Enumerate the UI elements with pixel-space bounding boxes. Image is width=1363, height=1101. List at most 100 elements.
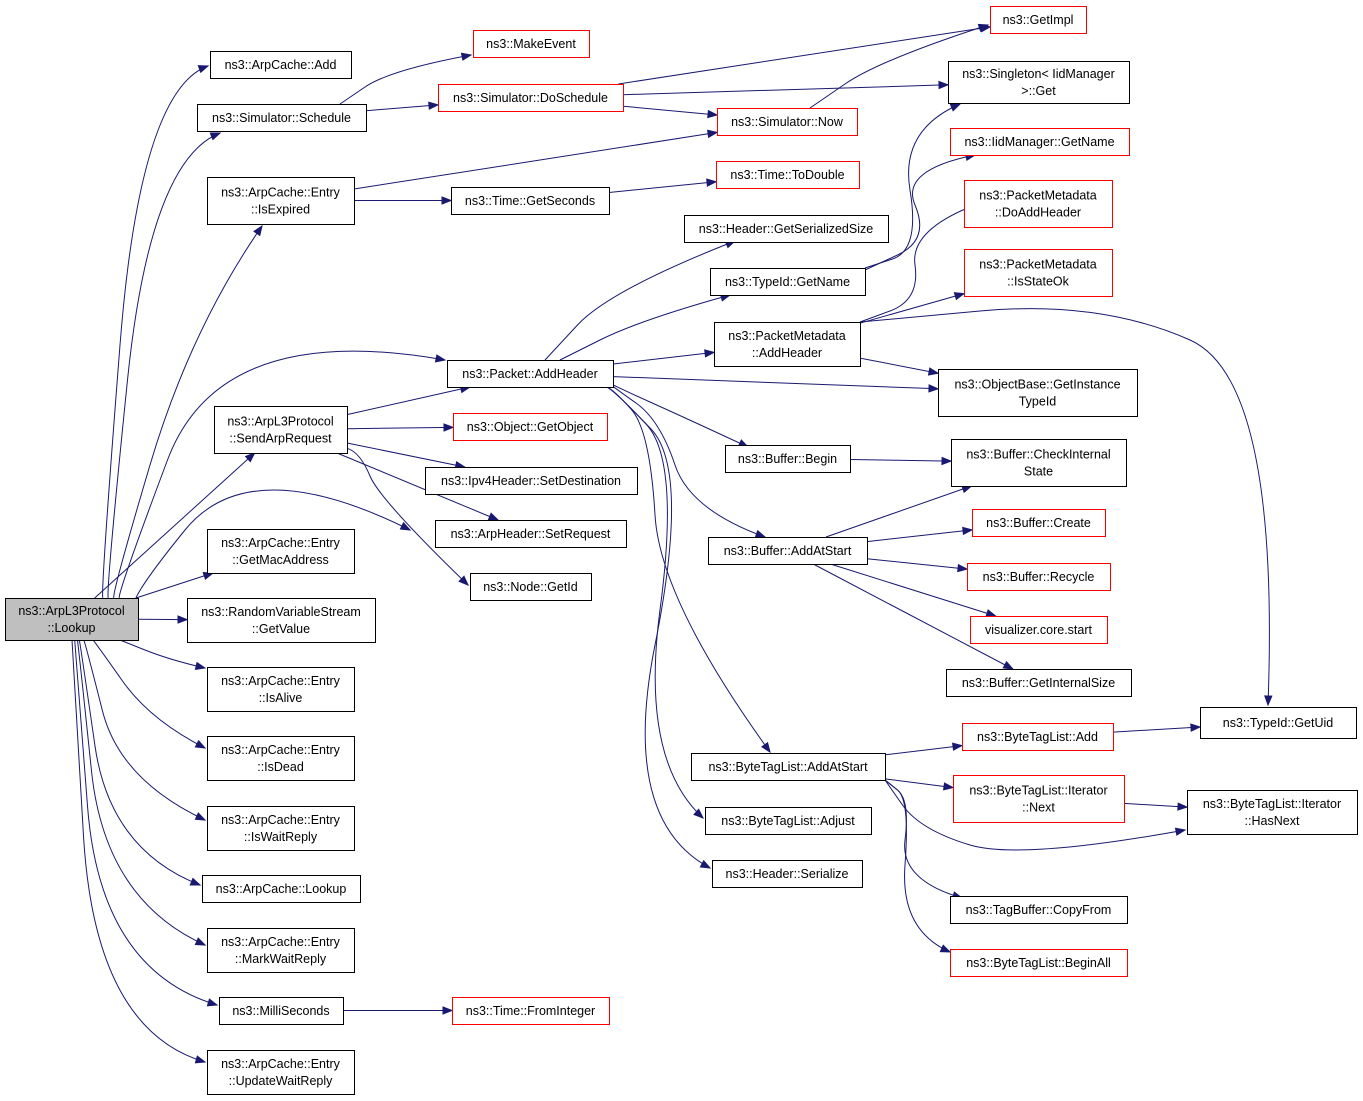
node-singleton_get[interactable]: ns3::Singleton< IidManager>::Get <box>948 61 1130 104</box>
node-buffer_getinternalsize[interactable]: ns3::Buffer::GetInternalSize <box>946 669 1132 697</box>
call-edge-packet_addheader-to-btl_adjust <box>606 386 704 819</box>
arrowhead-packet_addheader <box>434 354 447 363</box>
node-milliseconds[interactable]: ns3::MilliSeconds <box>219 997 344 1025</box>
node-label: ::HasNext <box>1245 814 1300 828</box>
node-label: ns3::MilliSeconds <box>232 1004 329 1018</box>
arrowhead-node_getid <box>458 575 469 586</box>
arrowhead-pm_isstateok <box>953 292 966 301</box>
node-entry_iswaitreply[interactable]: ns3::ArpCache::Entry::IsWaitReply <box>207 806 355 851</box>
node-box <box>964 180 1113 228</box>
node-box <box>950 128 1130 156</box>
arrowhead-sendarprequest <box>244 452 256 463</box>
node-entry_isalive[interactable]: ns3::ArpCache::Entry::IsAlive <box>207 667 355 712</box>
node-box <box>197 104 367 132</box>
arrowhead-makeevent <box>460 52 473 61</box>
node-box <box>948 61 1130 104</box>
node-sim_schedule[interactable]: ns3::Simulator::Schedule <box>197 104 367 132</box>
node-label: ns3::Buffer::Create <box>986 516 1091 530</box>
node-label: ns3::ArpCache::Lookup <box>216 882 347 896</box>
node-sim_doschedule[interactable]: ns3::Simulator::DoSchedule <box>438 84 624 112</box>
node-sim_now[interactable]: ns3::Simulator::Now <box>717 108 858 136</box>
node-box <box>990 6 1087 34</box>
node-box <box>207 928 355 973</box>
arrowhead-time_fromint <box>442 1006 454 1015</box>
arrowhead-time_todouble <box>706 178 718 187</box>
node-label: ns3::RandomVariableStream <box>201 605 361 619</box>
call-edge-lookup-to-sendarprequest <box>94 452 255 599</box>
node-arpcache_lookup[interactable]: ns3::ArpCache::Lookup <box>202 875 361 903</box>
node-object_getobject[interactable]: ns3::Object::GetObject <box>453 413 608 441</box>
node-packet_addheader[interactable]: ns3::Packet::AddHeader <box>447 360 614 388</box>
node-label: State <box>1024 465 1053 479</box>
node-pm_doaddheader[interactable]: ns3::PacketMetadata::DoAddHeader <box>964 180 1113 228</box>
node-sendarprequest[interactable]: ns3::ArpL3Protocol::SendArpRequest <box>214 406 348 454</box>
node-buffer_addatstart[interactable]: ns3::Buffer::AddAtStart <box>708 537 868 565</box>
node-btl_iter_hasnext[interactable]: ns3::ByteTagList::Iterator::HasNext <box>1187 790 1358 835</box>
node-node_getid[interactable]: ns3::Node::GetId <box>470 573 592 601</box>
node-box <box>207 529 355 574</box>
arrowhead-btl_add <box>952 742 964 751</box>
node-btl_adjust[interactable]: ns3::ByteTagList::Adjust <box>705 807 872 835</box>
node-label: ::IsStateOk <box>1007 275 1070 289</box>
node-box <box>951 439 1127 487</box>
node-box <box>207 1050 355 1095</box>
node-time_fromint[interactable]: ns3::Time::FromInteger <box>452 997 610 1025</box>
arrowhead-buffer_checkinternal <box>941 456 953 466</box>
node-time_getseconds[interactable]: ns3::Time::GetSeconds <box>451 187 610 215</box>
call-edge-lookup-to-entry_markwait <box>76 639 206 946</box>
node-time_todouble[interactable]: ns3::Time::ToDouble <box>716 161 860 189</box>
node-entry_markwait[interactable]: ns3::ArpCache::Entry::MarkWaitReply <box>207 928 355 973</box>
call-edge-lookup-to-sim_schedule <box>107 132 221 599</box>
node-pm_addheader[interactable]: ns3::PacketMetadata::AddHeader <box>714 322 861 367</box>
node-box <box>210 51 352 79</box>
node-buffer_recycle[interactable]: ns3::Buffer::Recycle <box>967 563 1111 591</box>
node-box <box>684 215 889 243</box>
node-buffer_begin[interactable]: ns3::Buffer::Begin <box>725 445 851 473</box>
node-label: ns3::ArpCache::Entry <box>221 536 341 550</box>
call-edge-sim_now-to-getimpl <box>809 24 989 109</box>
node-label: ns3::Object::GetObject <box>467 420 594 434</box>
node-box <box>964 249 1113 297</box>
node-header_getsersize[interactable]: ns3::Header::GetSerializedSize <box>684 215 889 243</box>
node-entry_updatewait[interactable]: ns3::ArpCache::Entry::UpdateWaitReply <box>207 1050 355 1095</box>
node-box <box>691 753 886 781</box>
node-entry_isdead[interactable]: ns3::ArpCache::Entry::IsDead <box>207 736 355 781</box>
node-arpheader_setreq[interactable]: ns3::ArpHeader::SetRequest <box>435 520 627 548</box>
node-tagbuffer_copyfrom[interactable]: ns3::TagBuffer::CopyFrom <box>950 896 1128 924</box>
node-pm_isstateok[interactable]: ns3::PacketMetadata::IsStateOk <box>964 249 1113 297</box>
node-typeid_getname[interactable]: ns3::TypeId::GetName <box>710 268 866 296</box>
node-getimpl[interactable]: ns3::GetImpl <box>990 6 1087 34</box>
node-ipv4_setdest[interactable]: ns3::Ipv4Header::SetDestination <box>425 467 638 495</box>
arrowhead-entry_isalive <box>194 661 207 671</box>
call-edge-pm_addheader-to-pm_isstateok <box>859 293 965 324</box>
node-rvs_getvalue[interactable]: ns3::RandomVariableStream::GetValue <box>187 598 376 643</box>
node-visualizer_start[interactable]: visualizer.core.start <box>970 616 1108 644</box>
node-box <box>453 413 608 441</box>
node-makeevent[interactable]: ns3::MakeEvent <box>473 30 590 58</box>
node-lookup[interactable]: ns3::ArpL3Protocol::Lookup <box>5 598 139 641</box>
node-btl_addatstart[interactable]: ns3::ByteTagList::AddAtStart <box>691 753 886 781</box>
node-header_serialize[interactable]: ns3::Header::Serialize <box>712 860 863 888</box>
node-label: ns3::Ipv4Header::SetDestination <box>441 474 621 488</box>
node-entry_isexpired[interactable]: ns3::ArpCache::Entry::IsExpired <box>207 177 355 225</box>
node-entry_getmac[interactable]: ns3::ArpCache::Entry::GetMacAddress <box>207 529 355 574</box>
node-buffer_create[interactable]: ns3::Buffer::Create <box>972 509 1106 537</box>
node-btl_add[interactable]: ns3::ByteTagList::Add <box>962 723 1114 751</box>
node-label: ns3::ByteTagList::AddAtStart <box>708 760 868 774</box>
node-arpcache_add[interactable]: ns3::ArpCache::Add <box>210 51 352 79</box>
node-box <box>438 84 624 112</box>
node-typeid_getuid[interactable]: ns3::TypeId::GetUid <box>1200 707 1357 739</box>
node-label: ns3::IidManager::GetName <box>964 135 1114 149</box>
node-box <box>717 108 858 136</box>
call-edge-lookup-to-arpcache_add <box>102 65 209 599</box>
node-label: ns3::Time::ToDouble <box>730 168 844 182</box>
node-btl_beginall[interactable]: ns3::ByteTagList::BeginAll <box>950 949 1128 977</box>
node-label: ns3::ArpCache::Entry <box>221 186 341 200</box>
node-box <box>207 177 355 225</box>
node-iidmanager_getname[interactable]: ns3::IidManager::GetName <box>950 128 1130 156</box>
arrowhead-milliseconds <box>206 998 219 1007</box>
node-btl_iter_next[interactable]: ns3::ByteTagList::Iterator::Next <box>953 775 1125 823</box>
